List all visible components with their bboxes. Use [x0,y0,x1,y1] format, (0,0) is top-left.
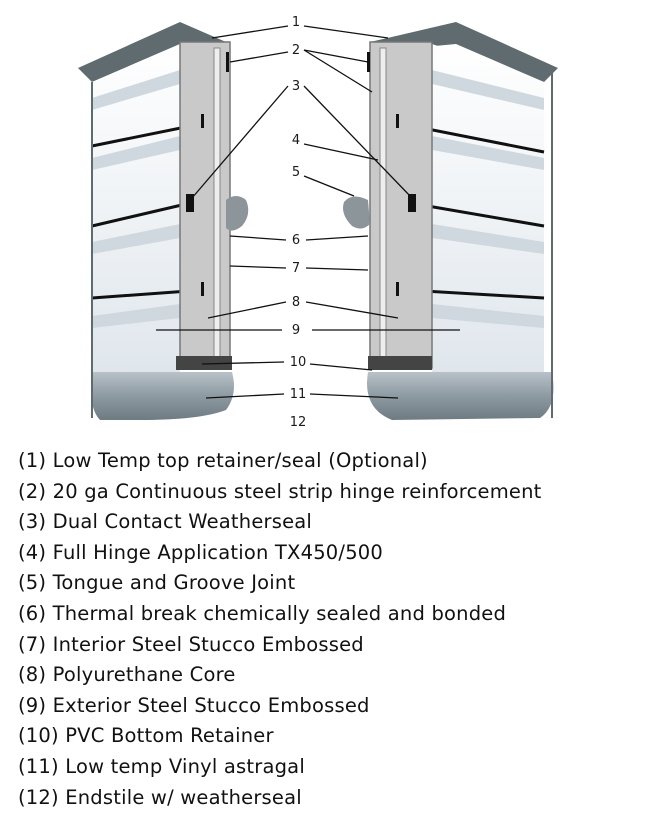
legend-item-1: (1) Low Temp top retainer/seal (Optional… [18,449,428,472]
callout-11: 11 [290,387,307,402]
right-weatherseal-block [408,194,416,212]
legend-item-10: (10) PVC Bottom Retainer [18,724,274,748]
left-weatherseal-block [186,194,194,212]
legend-list: (1) Low Temp top retainer/seal (Optional… [18,446,542,813]
left-panel-roof [78,22,226,82]
callout-7: 7 [292,261,300,276]
legend-item-12: (12) Endstile w/ weatherseal [18,785,302,809]
right-panel-roof [370,22,558,82]
door-cross-section-diagram: 1 2 3 4 5 6 7 8 9 10 11 12 [78,15,558,430]
callout-8: 8 [292,295,300,310]
right-panel-stripe [432,136,544,170]
right-hinge-mark [396,282,399,296]
left-panel-stripe [92,304,180,328]
callout-10: 10 [290,355,307,370]
left-astragal [91,372,234,420]
left-panel-joint [91,202,187,228]
right-panel-stripe [432,224,544,254]
left-panel-stripe [92,224,180,254]
left-hinge-mark [201,114,204,128]
left-endstile-bar [213,47,221,361]
legend-item-4: (4) Full Hinge Application TX450/500 [18,540,384,564]
callout-4: 4 [292,133,300,148]
right-hinge-reinforcement [367,52,370,72]
legend-item-11: (11) Low temp Vinyl astragal [18,754,305,778]
right-endstile [369,41,433,369]
callout-6: 6 [292,233,300,248]
callout-numbers: 1 2 3 4 5 6 7 8 9 10 11 12 [290,15,307,430]
callout-9: 9 [292,323,300,338]
callout-1: 1 [292,15,300,30]
left-panel-stripe [92,136,180,170]
right-astragal [367,372,554,420]
left-bottom-retainer [176,356,232,370]
legend-item-8: (8) Polyurethane Core [18,663,236,687]
left-hinge-reinforcement [226,52,229,72]
callout-2: 2 [292,43,300,58]
callout-12: 12 [290,415,307,430]
legend-item-3: (3) Dual Contact Weatherseal [18,510,313,534]
right-hinge-mark [396,114,399,128]
legend-item-5: (5) Tongue and Groove Joint [18,571,296,595]
right-door-panel [343,22,558,420]
callout-leaders [156,25,460,399]
callout-3: 3 [292,79,300,94]
callout-5: 5 [292,165,300,180]
legend-item-2: (2) 20 ga Continuous steel strip hinge r… [18,479,542,503]
right-seal-flap [343,196,370,229]
right-panel-joint [415,202,545,228]
left-panel-stripe [92,70,180,110]
left-hinge-mark [201,282,204,296]
legend-item-9: (9) Exterior Steel Stucco Embossed [18,693,370,717]
left-door-panel [78,22,249,420]
right-panel-stripe [432,304,544,328]
right-endstile-bar [379,47,387,361]
legend-item-7: (7) Interior Steel Stucco Embossed [18,632,364,656]
right-bottom-retainer [368,356,432,370]
right-panel-stripe [432,70,544,110]
legend-item-6: (6) Thermal break chemically sealed and … [18,601,507,625]
left-seal-flap [226,196,249,231]
